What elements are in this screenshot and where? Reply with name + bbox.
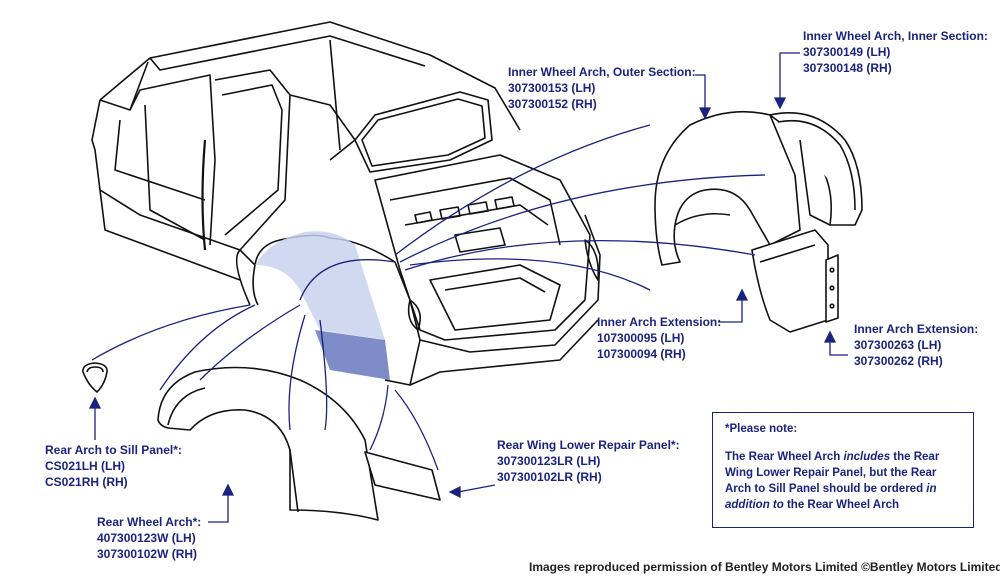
rear-arch-to-sill-panel-part — [82, 362, 108, 393]
part-number-lh: 307300149 (LH) — [803, 45, 891, 59]
callout-title: Rear Arch to Sill Panel*: — [45, 443, 182, 457]
inner-arch-outer-section-part — [654, 110, 831, 266]
inner-arch-extension-right-part — [825, 254, 839, 323]
inner-arch-inner-section-part — [769, 112, 863, 226]
part-number-lh: 307300263 (LH) — [854, 338, 942, 352]
rear-wheel-arch-part — [157, 366, 379, 521]
callout-rear-wheel-arch: Rear Wheel Arch*: 407300123W (LH) 307300… — [97, 514, 201, 562]
note-emphasis: in addition to — [725, 483, 937, 511]
callout-inner-arch-outer-section: Inner Wheel Arch, Outer Section: 3073001… — [508, 64, 696, 112]
note-text: the Rear Wheel Arch — [783, 499, 900, 511]
callout-title: Rear Wheel Arch*: — [97, 515, 202, 529]
callout-title: Inner Arch Extension: — [854, 322, 979, 336]
callout-inner-arch-extension-right: Inner Arch Extension: 307300263 (LH) 307… — [854, 321, 978, 369]
inner-arch-extension-left-part — [751, 229, 829, 333]
callout-inner-arch-extension-left: Inner Arch Extension: 107300095 (LH) 107… — [597, 314, 721, 362]
part-number-rh: CS021RH (RH) — [45, 475, 128, 489]
part-number-lh: 407300123W (LH) — [97, 531, 196, 545]
note-body: The Rear Wheel Arch includes the Rear Wi… — [725, 449, 961, 513]
note-text: The Rear Wheel Arch — [725, 451, 844, 463]
callout-title: Rear Wing Lower Repair Panel*: — [497, 438, 680, 452]
part-number-lh: 307300153 (LH) — [508, 81, 596, 95]
part-number-rh: 307300262 (RH) — [854, 354, 943, 368]
leader-lines — [88, 52, 848, 523]
part-number-lh: 307300123LR (LH) — [497, 454, 601, 468]
please-note-box: *Please note: The Rear Wheel Arch includ… — [712, 412, 974, 528]
part-number-lh: CS021LH (LH) — [45, 459, 126, 473]
car-body-shell — [91, 21, 601, 386]
callout-inner-arch-inner-section: Inner Wheel Arch, Inner Section: 3073001… — [803, 28, 988, 76]
image-credit: Images reproduced permission of Bentley … — [529, 560, 1000, 574]
callout-title: Inner Wheel Arch, Outer Section: — [508, 65, 696, 79]
rear-wing-lower-repair-panel-part — [364, 451, 441, 501]
callout-title: Inner Arch Extension: — [597, 315, 722, 329]
part-number-rh: 107300094 (RH) — [597, 347, 686, 361]
note-emphasis: includes — [843, 451, 891, 463]
highlighted-arch-area — [252, 231, 390, 380]
part-number-rh: 307300102LR (RH) — [497, 470, 602, 484]
callout-rear-wing-lower-repair-panel: Rear Wing Lower Repair Panel*: 307300123… — [497, 437, 680, 485]
callout-title: Inner Wheel Arch, Inner Section: — [803, 29, 988, 43]
part-number-rh: 307300152 (RH) — [508, 97, 597, 111]
callout-rear-arch-to-sill-panel: Rear Arch to Sill Panel*: CS021LH (LH) C… — [45, 442, 182, 490]
part-number-rh: 307300102W (RH) — [97, 547, 198, 561]
note-heading: *Please note: — [725, 423, 798, 435]
part-number-lh: 107300095 (LH) — [597, 331, 685, 345]
part-number-rh: 307300148 (RH) — [803, 61, 892, 75]
note-text: the Rear Wing Lower Repair Panel, but th… — [725, 451, 940, 495]
